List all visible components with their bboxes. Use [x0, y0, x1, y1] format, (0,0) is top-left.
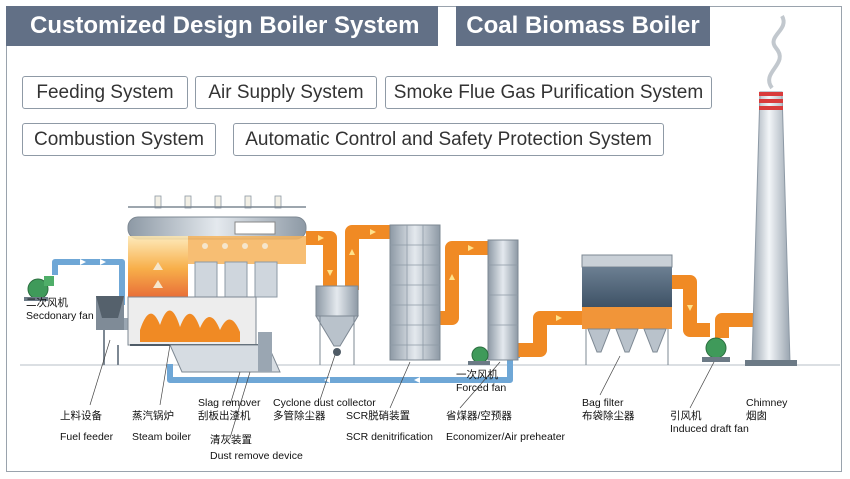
slag-remover-icon: [169, 332, 281, 373]
secondary-fan-icon: [24, 276, 54, 301]
label-secondary-fan-en: Secdonary fan: [26, 310, 94, 322]
chip-combustion-system: Combustion System: [22, 123, 216, 156]
label-cyclone-en: Cyclone dust collector: [273, 397, 376, 409]
label-fuel-feeder: 上料设备 Fuel feeder: [60, 410, 113, 444]
label-bag-filter: Bag filter 布袋除尘器: [582, 397, 635, 423]
forced-fan-icon: [468, 346, 490, 365]
label-steam-boiler-en: Steam boiler: [132, 431, 191, 443]
label-induced-fan-en: Induced draft fan: [670, 423, 749, 435]
label-economizer-zh: 省煤器/空预器: [446, 410, 512, 422]
steam-boiler-icon: [117, 195, 307, 365]
label-steam-boiler: 蒸汽锅炉 Steam boiler: [132, 410, 191, 444]
flue-gas-duct: [306, 225, 758, 357]
chip-air-supply-system: Air Supply System: [195, 76, 377, 109]
chip-control-safety-system: Automatic Control and Safety Protection …: [233, 123, 664, 156]
label-economizer-en: Economizer/Air preheater: [446, 431, 566, 443]
label-forced-fan-zh: 一次风机: [456, 369, 498, 381]
title-banner-right: Coal Biomass Boiler: [456, 6, 710, 46]
label-forced-fan-en: Forced fan: [456, 382, 507, 394]
label-chimney-en: Chimney: [746, 397, 788, 409]
title-banner-left: Customized Design Boiler System: [6, 6, 438, 46]
label-economizer: 省煤器/空预器 Economizer/Air preheater: [446, 410, 565, 444]
label-secondary-fan: 二次风机 Secdonary fan: [26, 297, 94, 323]
label-induced-fan: 引风机 Induced draft fan: [670, 410, 749, 436]
flue-gas-arrows: [318, 229, 693, 321]
label-cyclone-zh: 多管除尘器: [273, 410, 326, 422]
bag-filter-icon: [581, 254, 673, 365]
label-chimney-zh: 烟囱: [746, 410, 767, 422]
label-bag-filter-zh: 布袋除尘器: [582, 410, 635, 422]
label-chimney: Chimney 烟囱: [746, 397, 787, 423]
label-steam-boiler-zh: 蒸汽锅炉: [132, 410, 174, 422]
chip-smoke-flue-gas-system: Smoke Flue Gas Purification System: [385, 76, 712, 109]
label-bag-filter-en: Bag filter: [582, 397, 624, 409]
label-dust-remove: 清灰装置 Dust remove device: [210, 434, 303, 463]
title-left: Customized Design Boiler System: [30, 12, 420, 39]
label-fuel-feeder-en: Fuel feeder: [60, 431, 114, 443]
label-scr-en: SCR denitrification: [346, 431, 433, 443]
label-dust-remove-en: Dust remove device: [210, 450, 303, 462]
title-right: Coal Biomass Boiler: [466, 12, 700, 39]
label-fuel-feeder-zh: 上料设备: [60, 410, 102, 422]
cyclone-dust-collector-icon: [315, 285, 359, 365]
label-induced-fan-zh: 引风机: [670, 410, 702, 422]
label-slag-remover-en: Slag remover: [198, 397, 261, 409]
label-cyclone: Cyclone dust collector 多管除尘器: [273, 397, 376, 423]
label-slag-remover: Slag remover 刮板出渣机: [198, 397, 260, 423]
economizer-icon: [487, 239, 519, 361]
label-secondary-fan-zh: 二次风机: [26, 297, 68, 309]
scr-denitrification-icon: [389, 224, 441, 361]
induced-fan-icon: [702, 337, 730, 362]
label-dust-remove-zh: 清灰装置: [210, 434, 252, 446]
label-scr-zh: SCR脱硝装置: [346, 410, 411, 422]
label-forced-fan: 一次风机 Forced fan: [456, 369, 506, 395]
label-slag-remover-zh: 刮板出渣机: [198, 410, 251, 422]
leader-lines: [89, 339, 715, 439]
label-scr: SCR脱硝装置 SCR denitrification: [346, 410, 433, 444]
chimney-icon: [745, 15, 797, 366]
chip-feeding-system: Feeding System: [22, 76, 188, 109]
